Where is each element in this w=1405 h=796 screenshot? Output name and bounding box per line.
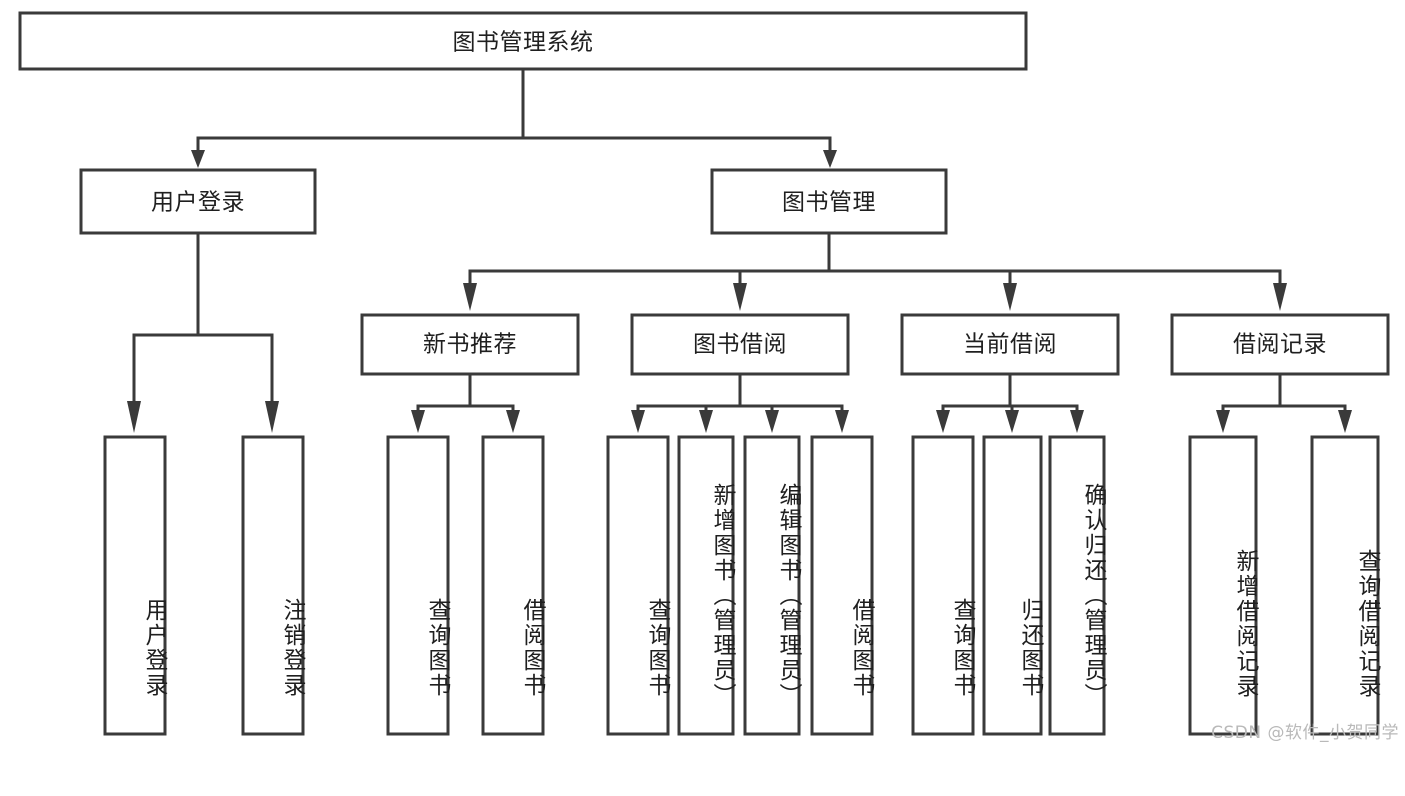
node-label-root: 图书管理系统 [453,30,594,56]
node-box-borrow-record[interactable] [1170,313,1390,376]
connectors-bookborrow-to-leaves [631,372,849,433]
leaf-box-cb-return-book[interactable] [982,435,1043,736]
node-box-new-book[interactable] [360,313,580,376]
node-label-current-borrow: 当前借阅 [963,332,1057,358]
leaf-box-bb-add-book[interactable] [677,435,735,736]
connectors-borrowrecord-to-leaves [1216,372,1352,433]
node-label-new-book: 新书推荐 [423,332,517,358]
node-box-current-borrow[interactable] [900,313,1120,376]
node-box-book-manage[interactable] [710,168,948,235]
node-boxes [18,11,1390,736]
leaf-box-nb-query-book[interactable] [386,435,450,736]
leaf-box-nb-borrow-book[interactable] [481,435,545,736]
csdn-watermark: CSDN @软件_小贺同学 [1211,723,1399,743]
connectors-newbook-to-leaves [411,372,520,433]
leaf-box-bb-borrow-book[interactable] [810,435,874,736]
flowchart-diagram: 图书管理系统 用户登录 图书管理 新书推荐 图书借阅 当前借阅 借阅记录 用户登… [18,11,1399,743]
node-label-borrow-record: 借阅记录 [1233,332,1327,358]
diagram-canvas: 图书管理系统 用户登录 图书管理 新书推荐 图书借阅 当前借阅 借阅记录 [18,11,1390,736]
connectors-userlogin-to-leaves [127,231,279,433]
connectors-bookmanage-to-level3 [463,231,1287,311]
leaf-box-cb-query-book[interactable] [911,435,975,736]
connectors-root-to-level2 [191,67,837,168]
node-box-user-login[interactable] [79,168,317,235]
horizontal-node-labels: 图书管理系统 用户登录 图书管理 新书推荐 图书借阅 当前借阅 借阅记录 [151,30,1327,358]
leaf-box-cb-confirm[interactable] [1048,435,1106,736]
leaf-box-br-add-record[interactable] [1188,435,1258,736]
node-label-book-borrow: 图书借阅 [693,332,787,358]
node-label-book-manage: 图书管理 [782,190,876,216]
node-box-root[interactable] [18,11,1028,71]
leaf-box-user-login[interactable] [103,435,167,736]
leaf-box-bb-query-book[interactable] [606,435,670,736]
connectors-currentborrow-to-leaves [936,372,1084,433]
node-label-user-login: 用户登录 [151,190,245,216]
leaf-box-bb-edit-book[interactable] [743,435,801,736]
leaf-box-logout[interactable] [241,435,305,736]
leaf-box-br-query-record[interactable] [1310,435,1380,736]
node-box-book-borrow[interactable] [630,313,850,376]
